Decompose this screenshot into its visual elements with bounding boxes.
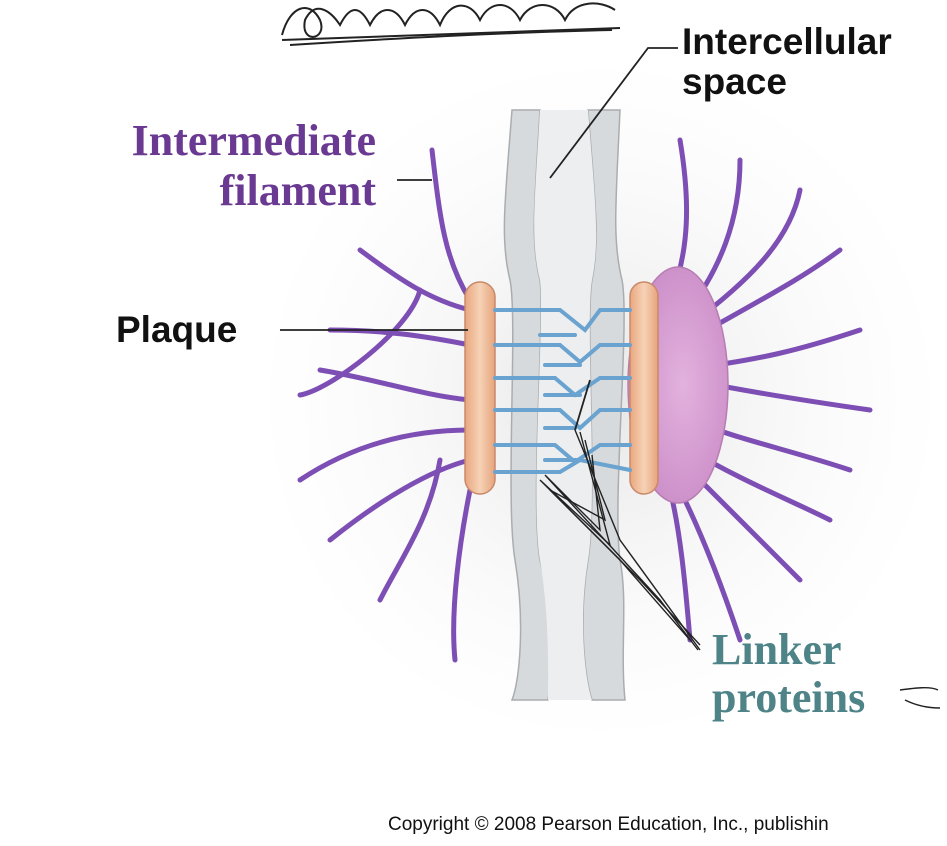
label-intercellular-space: Intercellular space (682, 22, 892, 102)
plaque-left (464, 281, 496, 495)
label-intercellular-line2: space (682, 61, 787, 102)
linker-leader (574, 379, 591, 431)
handwritten-scribble (281, 2, 621, 46)
linker-scribble (539, 429, 941, 709)
copyright-notice: Copyright © 2008 Pearson Education, Inc.… (388, 814, 829, 835)
label-linker-line2: proteins (712, 673, 866, 722)
label-intermediate-line1: Intermediate (131, 116, 376, 165)
label-intermediate-filament: Intermediate filament (70, 116, 376, 216)
intercellular-leader (549, 47, 678, 179)
leader-lines (280, 47, 678, 431)
label-intermediate-line2: filament (219, 166, 376, 215)
label-plaque: Plaque (116, 309, 238, 350)
label-intercellular-line1: Intercellular (682, 21, 892, 62)
label-linker-proteins: Linker proteins (712, 626, 865, 722)
plaque-right (629, 281, 659, 495)
linker-proteins (493, 308, 632, 474)
label-linker-line1: Linker (712, 625, 842, 674)
cell-membranes (503, 109, 626, 701)
